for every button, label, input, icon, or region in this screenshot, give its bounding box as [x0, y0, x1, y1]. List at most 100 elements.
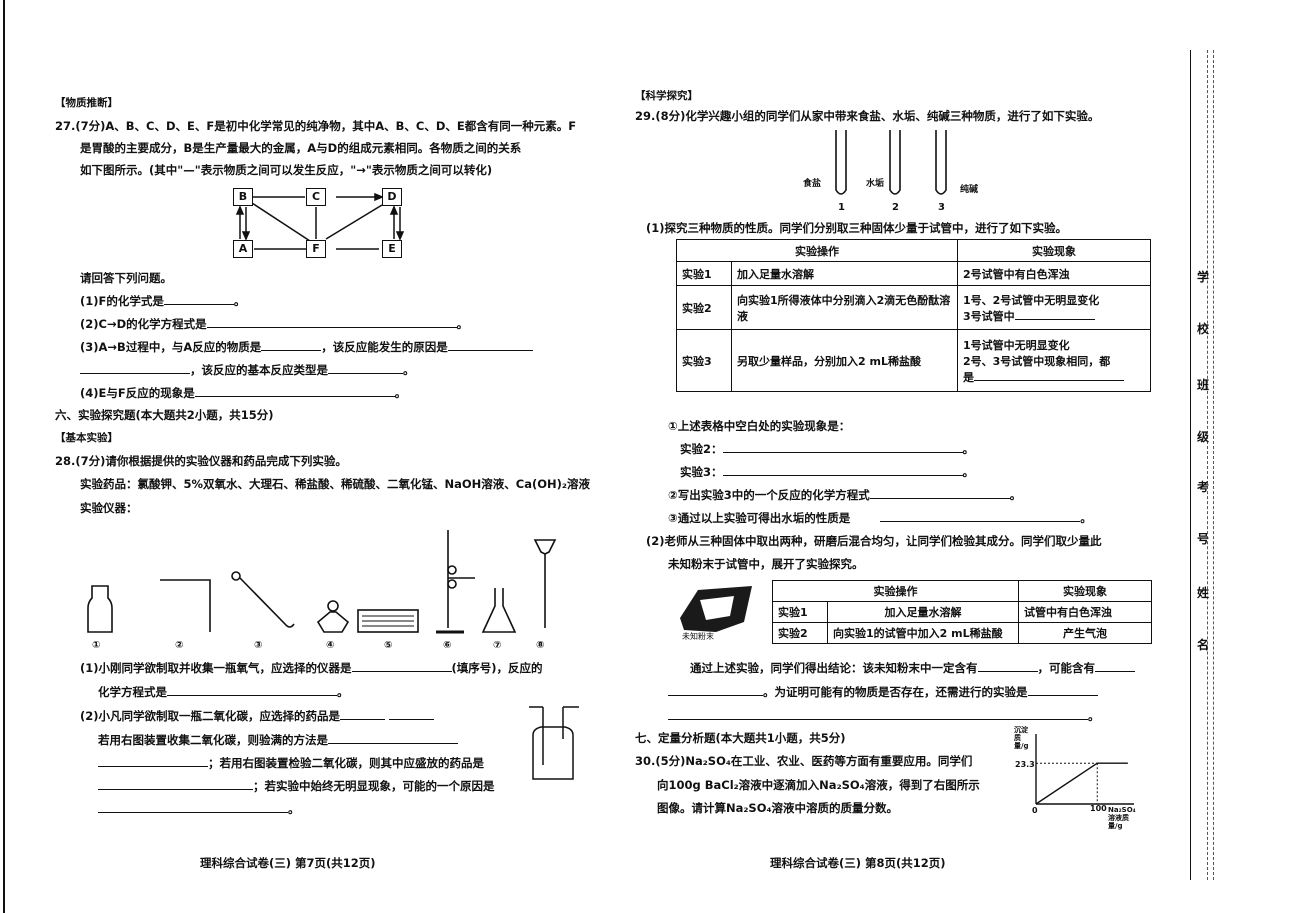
- inst-label-2: ②: [175, 640, 184, 651]
- answer-blank[interactable]: [389, 709, 435, 720]
- q29-a2: 实验2：。: [680, 442, 975, 456]
- side-char-8: 名: [1197, 638, 1210, 652]
- node-d: D: [382, 188, 402, 206]
- q30-line2: 向100g BaCl₂溶液中逐滴加入Na₂SO₄溶液，得到了右图所示: [657, 778, 980, 792]
- experiment-table-1: 实验操作 实验现象 实验1 加入足量水溶解 2号试管中有白色浑浊 实验2 向实验…: [676, 239, 1151, 392]
- q27-line3: 如下图所示。(其中"—"表示物质之间可以发生反应，"→"表示物质之间可以转化): [80, 163, 493, 177]
- t1-row2-name: 实验2: [676, 285, 732, 330]
- t1-row3-name: 实验3: [676, 329, 732, 392]
- t2-head-res: 实验现象: [1018, 580, 1152, 602]
- footer-left: 理科综合试卷(三) 第7页(共12页): [200, 856, 376, 870]
- answer-blank[interactable]: [98, 779, 253, 790]
- powder-label: 未知粉末: [682, 632, 714, 641]
- inst-label-6: ⑥: [443, 640, 452, 651]
- answer-blank[interactable]: [163, 294, 234, 305]
- node-f: F: [306, 240, 326, 258]
- t1-row2-res2: 3号试管中: [963, 309, 1015, 323]
- tube-label-scale: 水垢: [866, 179, 885, 189]
- q28-drugs: 实验药品：氯酸钾、5%双氧水、大理石、稀盐酸、稀硫酸、二氧化锰、NaOH溶液、C…: [80, 477, 590, 491]
- q27-2: (2)C→D的化学方程式是。: [80, 317, 469, 331]
- side-char-2: 校: [1197, 322, 1210, 336]
- section-wuzhi: 【物质推断】: [55, 97, 118, 109]
- t2-row2-op: 向实验1的试管中加入2 mL稀盐酸: [827, 622, 1019, 644]
- q30-line1: 30.(5分)Na₂SO₄在工业、农业、医药等方面有重要应用。同学们: [635, 754, 973, 768]
- answer-blank[interactable]: [328, 363, 403, 374]
- node-b: B: [233, 188, 253, 206]
- q29-a2-text: 实验2：: [680, 442, 723, 456]
- q28-1b-text: (填序号)，反应的: [451, 661, 543, 675]
- q29-b: ②写出实验3中的一个反应的化学方程式。: [668, 488, 1022, 502]
- q29-a: ①上述表格中空白处的实验现象是：: [668, 419, 851, 433]
- answer-blank[interactable]: [722, 442, 963, 453]
- t1-row3-res3: 是: [963, 370, 974, 384]
- node-c: C: [306, 188, 326, 206]
- binding-dash-2: [1213, 50, 1214, 880]
- t1-row1-res: 2号试管中有白色浑浊: [957, 261, 1151, 286]
- side-char-7: 姓: [1197, 586, 1210, 600]
- q29-c: ③通过以上实验可得出水垢的性质是。: [668, 511, 1092, 525]
- answer-blank[interactable]: [1095, 661, 1135, 672]
- t1-row2-res2-wrap: 3号试管中: [963, 308, 1145, 324]
- answer-blank[interactable]: [340, 709, 386, 720]
- answer-blank[interactable]: [206, 317, 457, 328]
- answer-blank[interactable]: [1027, 685, 1098, 696]
- q28-line1: 28.(7分)请你根据提供的实验仪器和药品完成下列实验。: [55, 454, 347, 468]
- answer-blank[interactable]: [194, 386, 395, 397]
- q29-c-text: ③通过以上实验可得出水垢的性质是: [668, 511, 851, 525]
- q29-a3-text: 实验3：: [680, 465, 723, 479]
- answer-blank[interactable]: [261, 340, 322, 351]
- q27-4-text: (4)E与F反应的现象是: [80, 386, 195, 400]
- binding-dash-1: [1207, 50, 1208, 880]
- answer-blank[interactable]: [880, 511, 1081, 522]
- tube-num-1: 1: [838, 202, 845, 213]
- q29-2c-text: 通过上述实验，同学们得出结论：该未知粉末中一定含有: [690, 661, 978, 675]
- q28-1a-text: (1)小刚同学欲制取并收集一瓶氧气，应选择的仪器是: [80, 661, 352, 675]
- q29-2b: 未知粉末于试管中，展开了实验探究。: [668, 557, 864, 571]
- q29-b-text: ②写出实验3中的一个反应的化学方程式: [668, 488, 870, 502]
- answer-blank[interactable]: [98, 756, 208, 767]
- t1-row3-res1: 1号试管中无明显变化: [963, 338, 1070, 352]
- q27-ask: 请回答下列问题。: [80, 271, 172, 285]
- q27-1-text: (1)F的化学式是: [80, 294, 164, 308]
- answer-blank[interactable]: [977, 661, 1038, 672]
- q29-a3: 实验3：。: [680, 465, 975, 479]
- answer-blank[interactable]: [668, 709, 1088, 720]
- node-a: A: [233, 240, 253, 258]
- side-char-5: 考: [1197, 480, 1210, 494]
- answer-blank[interactable]: [80, 363, 190, 374]
- q27-line1: 27.(7分)A、B、C、D、E、F是初中化学常见的纯净物，其中A、B、C、D、…: [55, 119, 577, 133]
- answer-blank[interactable]: [351, 661, 452, 672]
- t1-row1-op: 加入足量水溶解: [731, 261, 958, 286]
- q28-2c-text: ；若用右图装置检验二氧化碳，则其中应盛放的药品是: [208, 756, 484, 770]
- q27-3a-text: (3)A→B过程中，与A反应的物质是: [80, 340, 262, 354]
- answer-blank[interactable]: [668, 685, 763, 696]
- q29-2d-text: ，可能含有: [1037, 661, 1096, 675]
- binding-line: [1190, 50, 1191, 880]
- side-char-4: 级: [1197, 430, 1210, 444]
- section-kexue: 【科学探究】: [635, 90, 698, 102]
- answer-blank[interactable]: [869, 488, 1010, 499]
- answer-blank[interactable]: [328, 733, 458, 744]
- experiment-table-2: 实验操作 实验现象 实验1 加入足量水溶解 试管中有白色浑浊 实验2 向实验1的…: [772, 580, 1152, 644]
- answer-blank[interactable]: [974, 370, 1124, 381]
- q27-3c-text: ，该反应的基本反应类型是: [190, 363, 328, 377]
- answer-blank[interactable]: [1014, 309, 1095, 320]
- answer-blank[interactable]: [722, 465, 963, 476]
- answer-blank[interactable]: [447, 340, 533, 351]
- t1-row3-op: 另取少量样品，分别加入2 mL稀盐酸: [731, 329, 958, 392]
- q29-1: (1)探究三种物质的性质。同学们分别取三种固体少量于试管中，进行了如下实验。: [646, 221, 1068, 235]
- t2-row1-op: 加入足量水溶解: [827, 601, 1019, 623]
- graph-xval: 100: [1090, 804, 1107, 813]
- t1-row2-res1: 1号、2号试管中无明显变化: [963, 293, 1100, 307]
- answer-blank[interactable]: [167, 685, 337, 696]
- node-e: E: [382, 240, 402, 258]
- answer-blank[interactable]: [98, 802, 288, 813]
- t1-head-res: 实验现象: [957, 239, 1151, 262]
- q29-2e-text: 。为证明可能有的物质是否存在，还需进行的实验是: [763, 685, 1028, 699]
- section-6: 六、实验探究题(本大题共2小题，共15分): [55, 408, 274, 422]
- t1-row2-res: 1号、2号试管中无明显变化 3号试管中: [957, 285, 1151, 330]
- q28-instruments: 实验仪器：: [80, 501, 138, 515]
- q28-2-yuanyin: ；若实验中始终无明显现象，可能的一个原因是: [98, 778, 495, 794]
- left-edge-line: [3, 0, 5, 913]
